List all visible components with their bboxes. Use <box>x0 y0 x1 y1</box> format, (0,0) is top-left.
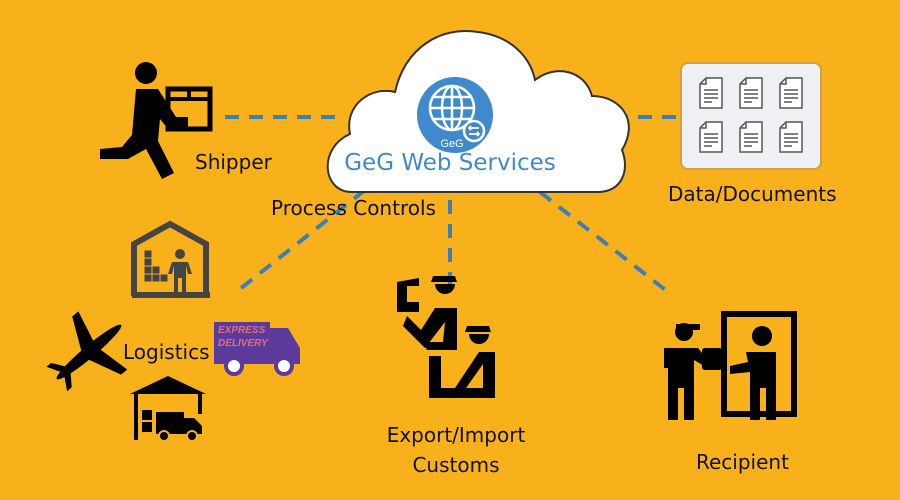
node-label-recipient: Recipient <box>696 450 789 474</box>
warehouse-worker-icon <box>131 220 210 298</box>
node-label-customs: Export/Import Customs <box>386 423 526 477</box>
customs-officers-icon <box>397 276 495 398</box>
node-label-data: Data/Documents <box>668 182 837 206</box>
node-label-logistics: Logistics <box>123 340 210 364</box>
airplane-icon <box>46 311 128 392</box>
connector-logistics <box>233 188 367 295</box>
hub-logo-text: GeG <box>440 138 463 150</box>
express-delivery-truck-icon: EXPRESS DELIVERY <box>212 320 306 378</box>
document-grid-icon <box>680 62 822 170</box>
loading-dock-truck-icon <box>130 376 206 442</box>
package-handoff-icon <box>664 311 797 420</box>
globe-sync-icon: GeG <box>417 77 493 153</box>
connector-recipient <box>538 190 670 294</box>
hub-title: GeG Web Services <box>344 150 556 176</box>
node-label-shipper: Shipper <box>195 150 272 174</box>
truck-text: EXPRESS DELIVERY <box>218 325 268 349</box>
person-carrying-box-icon <box>100 62 213 179</box>
edge-label-process-controls: Process Controls <box>271 196 436 220</box>
